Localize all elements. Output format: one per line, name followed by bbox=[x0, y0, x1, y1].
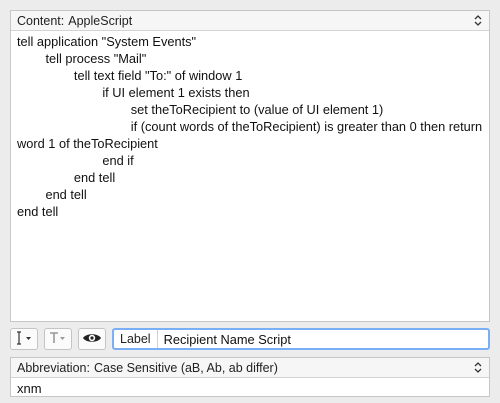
code-line: if (count words of theToRecipient) is gr… bbox=[17, 119, 483, 134]
code-line: tell text field "To:" of window 1 bbox=[17, 68, 243, 83]
content-panel: Content: AppleScript tell application "S… bbox=[10, 10, 490, 322]
insert-cursor-button[interactable] bbox=[10, 328, 38, 350]
content-type-value: AppleScript bbox=[68, 13, 133, 28]
label-tag: Label bbox=[114, 330, 158, 348]
abbreviation-mode-selector[interactable]: Abbreviation: Case Sensitive (aB, Ab, ab… bbox=[11, 358, 489, 378]
code-line: tell application "System Events" bbox=[17, 34, 197, 49]
code-line: word 1 of theToRecipient bbox=[17, 136, 158, 151]
abbreviation-panel: Abbreviation: Case Sensitive (aB, Ab, ab… bbox=[10, 357, 490, 397]
preview-button[interactable] bbox=[78, 328, 106, 350]
code-line: set theToRecipient to (value of UI eleme… bbox=[17, 102, 384, 117]
content-type-selector[interactable]: Content: AppleScript bbox=[11, 11, 489, 31]
text-cursor-icon bbox=[14, 330, 34, 348]
abbreviation-label: Abbreviation: bbox=[17, 360, 90, 375]
code-line: tell process "Mail" bbox=[17, 51, 147, 66]
label-field: Label bbox=[112, 328, 490, 350]
abbreviation-input[interactable]: xnm bbox=[17, 381, 42, 396]
code-line: end tell bbox=[17, 187, 87, 202]
script-editor[interactable]: tell application "System Events" tell pr… bbox=[11, 31, 489, 321]
code-line: if UI element 1 exists then bbox=[17, 85, 250, 100]
text-format-icon bbox=[48, 331, 68, 348]
eye-icon bbox=[82, 331, 102, 348]
snippet-toolbar: Label bbox=[10, 327, 490, 351]
content-type-label: Content: bbox=[17, 13, 65, 28]
chevron-updown-icon[interactable] bbox=[473, 14, 483, 28]
label-input[interactable] bbox=[157, 330, 488, 348]
chevron-updown-icon[interactable] bbox=[473, 361, 483, 375]
code-line: end tell bbox=[17, 170, 116, 185]
code-line: end if bbox=[17, 153, 134, 168]
code-line: end tell bbox=[17, 204, 59, 219]
abbreviation-mode: Case Sensitive (aB, Ab, ab differ) bbox=[93, 360, 278, 375]
text-format-button[interactable] bbox=[44, 328, 72, 350]
